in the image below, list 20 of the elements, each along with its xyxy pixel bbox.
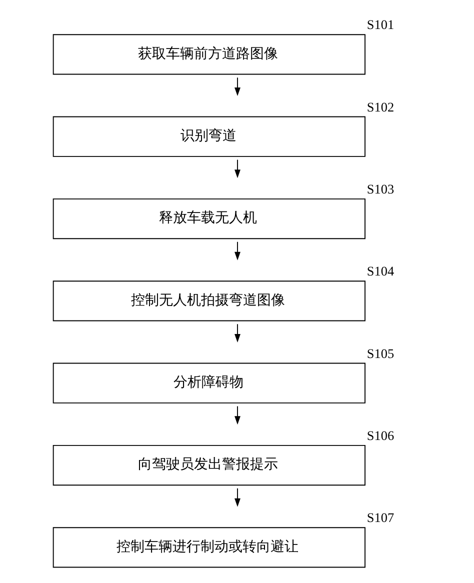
arrow: [234, 324, 240, 343]
node-label: S102: [366, 99, 394, 114]
node-label: S103: [366, 181, 394, 196]
node-box: 控制车辆进行制动或转向避让: [52, 527, 365, 568]
arrow: [234, 488, 240, 507]
arrow: [234, 77, 240, 96]
node-label: S107: [366, 510, 394, 526]
node-box: 获取车辆前方道路图像: [52, 34, 365, 75]
arrow: [234, 406, 240, 425]
node-box: 识别弯道: [52, 116, 365, 157]
node-box: 向驾驶员发出警报提示: [52, 444, 365, 486]
node-label: S101: [366, 17, 394, 32]
node-box: 释放车载无人机: [52, 198, 365, 240]
node-box: 分析障碍物: [52, 362, 365, 404]
node-label: S106: [366, 428, 394, 443]
node-label: S104: [366, 264, 394, 279]
node-label: S105: [366, 346, 394, 361]
node-box: 控制无人机拍摄弯道图像: [52, 280, 365, 322]
arrow: [234, 159, 240, 178]
arrow: [234, 241, 240, 260]
